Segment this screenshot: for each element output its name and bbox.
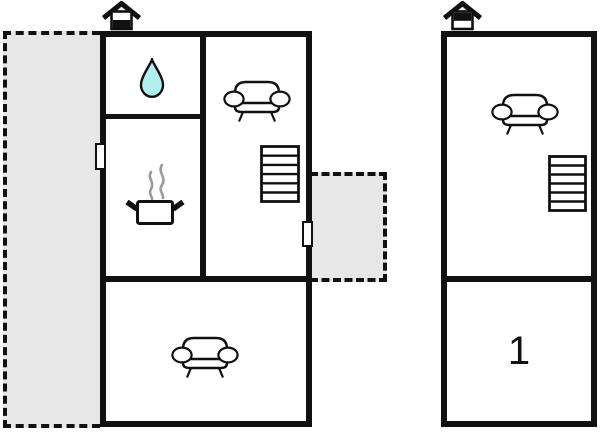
sofa-icon xyxy=(223,80,291,122)
door-right xyxy=(302,221,313,247)
interior-wall-bathroom xyxy=(106,114,200,119)
stairs-icon xyxy=(548,155,587,212)
cooking-pot-icon xyxy=(125,163,185,225)
door-left xyxy=(95,143,106,170)
bedroom-number: 1 xyxy=(507,329,531,373)
sofa-icon xyxy=(171,336,239,378)
bedroom-number-label: 1 xyxy=(447,282,591,421)
interior-wall-living-room xyxy=(106,276,306,282)
stairs-icon xyxy=(260,145,300,203)
interior-wall-vertical xyxy=(200,37,206,277)
terrace-left xyxy=(3,31,100,428)
house-upper-floor-icon xyxy=(442,1,483,31)
water-drop-icon xyxy=(139,58,165,99)
terrace-right xyxy=(310,172,387,282)
building-upper-floor xyxy=(441,31,597,427)
sofa-icon xyxy=(491,93,559,135)
house-ground-floor-icon xyxy=(101,1,142,31)
interior-wall-annex xyxy=(447,276,591,282)
